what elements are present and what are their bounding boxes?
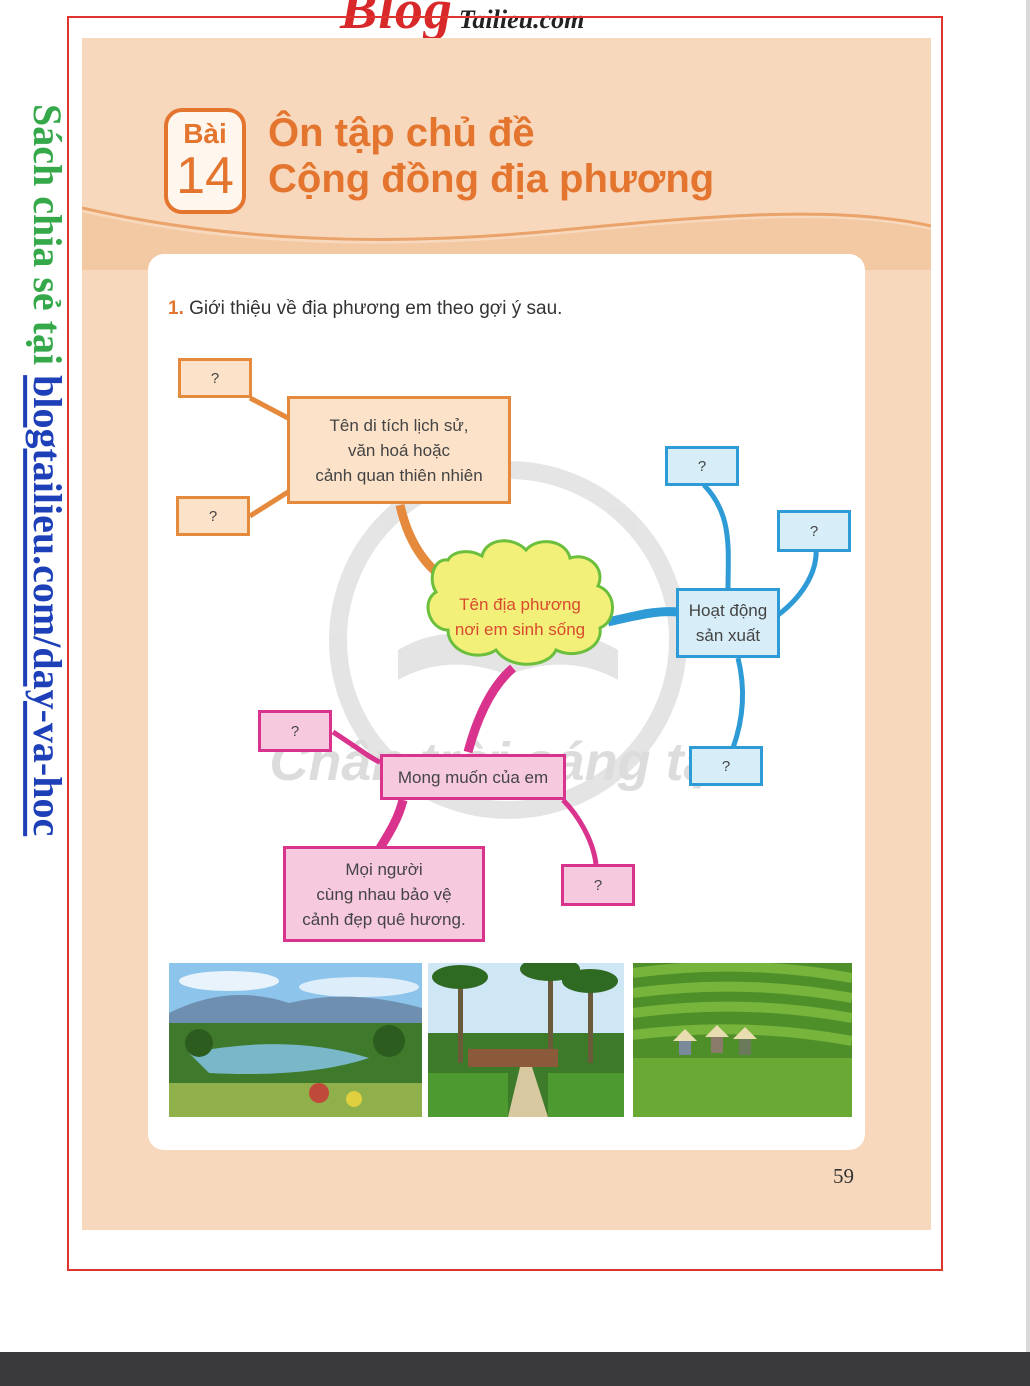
lesson-badge: Bài 14 — [164, 108, 246, 214]
production-answer-3[interactable]: ? — [689, 746, 763, 786]
wish-node: Mong muốn của em — [380, 754, 566, 800]
lesson-label: Bài — [183, 118, 227, 149]
lesson-number: 14 — [176, 147, 234, 205]
center-node: Tên địa phương nơi em sinh sống — [444, 592, 596, 642]
production-answer-2[interactable]: ? — [777, 510, 851, 552]
tea-farm-photo — [633, 963, 852, 1117]
heritage-node: Tên di tích lịch sử, văn hoá hoặc cảnh q… — [287, 396, 511, 504]
village-path-photo — [428, 963, 624, 1117]
lesson-title-line2: Cộng đồng địa phương — [268, 157, 715, 201]
center-line2: nơi em sinh sống — [454, 620, 586, 639]
sidebar-watermark: Sách chia sẻ tại blogtailieu.com/day-va-… — [22, 104, 70, 964]
sidebar-link[interactable]: blogtailieu.com/day-va-hoc — [25, 375, 70, 837]
question-text: Giới thiệu về địa phương em theo gợi ý s… — [189, 298, 563, 319]
lake-landscape-photo — [169, 963, 422, 1117]
viewer-right-edge — [1026, 0, 1030, 1352]
wish-example-line1: Mọi người — [345, 859, 423, 879]
question-number: 1. — [168, 298, 184, 319]
mind-map: Chân trời sáng tạo Tên địa phương nơi em… — [148, 330, 865, 950]
heritage-line1: Tên di tích lịch sử, — [329, 415, 469, 435]
production-answer-1[interactable]: ? — [665, 446, 739, 486]
wish-example-line3: cảnh đẹp quê hương. — [302, 909, 466, 929]
question-1: 1. Giới thiệu về địa phương em theo gợi … — [168, 298, 562, 320]
wish-example-line2: cùng nhau bảo vệ — [316, 884, 452, 904]
heritage-answer-1[interactable]: ? — [178, 358, 252, 398]
site-logo-big: Blog — [340, 0, 453, 41]
sidebar-prefix: Sách chia sẻ tại — [25, 104, 70, 376]
heritage-answer-2[interactable]: ? — [176, 496, 250, 536]
viewer-bottom-bar — [0, 1352, 1030, 1386]
production-line1: Hoạt động — [688, 601, 768, 620]
production-node: Hoạt động sản xuất — [676, 588, 780, 658]
wish-answer-2[interactable]: ? — [561, 864, 635, 906]
red-frame — [67, 16, 943, 1271]
site-logo-small: Tailieu.com — [458, 5, 585, 34]
production-line2: sản xuất — [695, 626, 761, 645]
center-cloud — [426, 539, 614, 666]
wish-answer-1[interactable]: ? — [258, 710, 332, 752]
lesson-title-line1: Ôn tập chủ đề — [268, 111, 535, 155]
lesson-title: Ôn tập chủ đề Cộng đồng địa phương — [268, 110, 714, 202]
heritage-line3: cảnh quan thiên nhiên — [315, 465, 483, 485]
page-number: 59 — [833, 1164, 854, 1188]
wish-example-node: Mọi người cùng nhau bảo vệ cảnh đẹp quê … — [283, 846, 485, 942]
heritage-line2: văn hoá hoặc — [347, 440, 451, 460]
center-line1: Tên địa phương — [459, 595, 581, 614]
photo-strip — [169, 963, 852, 1117]
